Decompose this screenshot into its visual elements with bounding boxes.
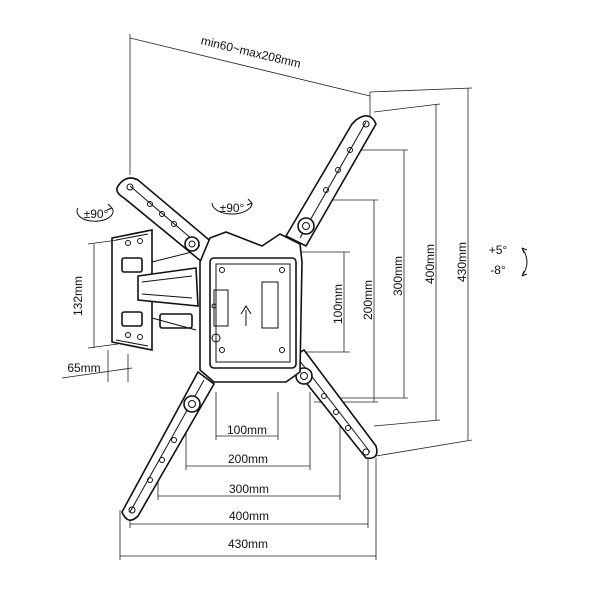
h100-label: 100mm [227, 423, 267, 437]
vesa-arms [116, 115, 378, 521]
rotation-center: ±90° [211, 198, 253, 215]
v300-label: 300mm [391, 256, 405, 296]
horizontal-dimensions: 100mm 200mm 300mm 400mm 430mm [119, 392, 377, 560]
h400-label: 400mm [229, 509, 269, 523]
h430-label: 430mm [228, 537, 268, 551]
arm-height-label: 132mm [71, 276, 85, 316]
center-plate [199, 231, 303, 383]
wall-bracket [111, 229, 201, 351]
arm-top-left [116, 177, 216, 264]
arm-bottom-right [286, 348, 378, 460]
h200-label: 200mm [228, 452, 268, 466]
arm-bottom-left [121, 370, 216, 521]
v430-label: 430mm [455, 242, 469, 282]
rotation-left: ±90° [76, 203, 114, 222]
rotation-center-label: ±90° [220, 201, 245, 215]
tilt-up-label: +5° [489, 243, 508, 257]
v400-label: 400mm [423, 244, 437, 284]
rotation-left-label: ±90° [84, 207, 109, 221]
v200-label: 200mm [361, 280, 375, 320]
arm-depth-label: 65mm [67, 361, 100, 375]
arm-dimensions: 132mm 65mm [61, 239, 133, 382]
arm-top-right [284, 115, 377, 248]
v100-label: 100mm [331, 284, 345, 324]
extension-label: min60~max208mm [200, 33, 303, 71]
tilt-down-label: -8° [490, 263, 506, 277]
tilt-indicator: +5° -8° [489, 243, 528, 277]
h300-label: 300mm [229, 482, 269, 496]
